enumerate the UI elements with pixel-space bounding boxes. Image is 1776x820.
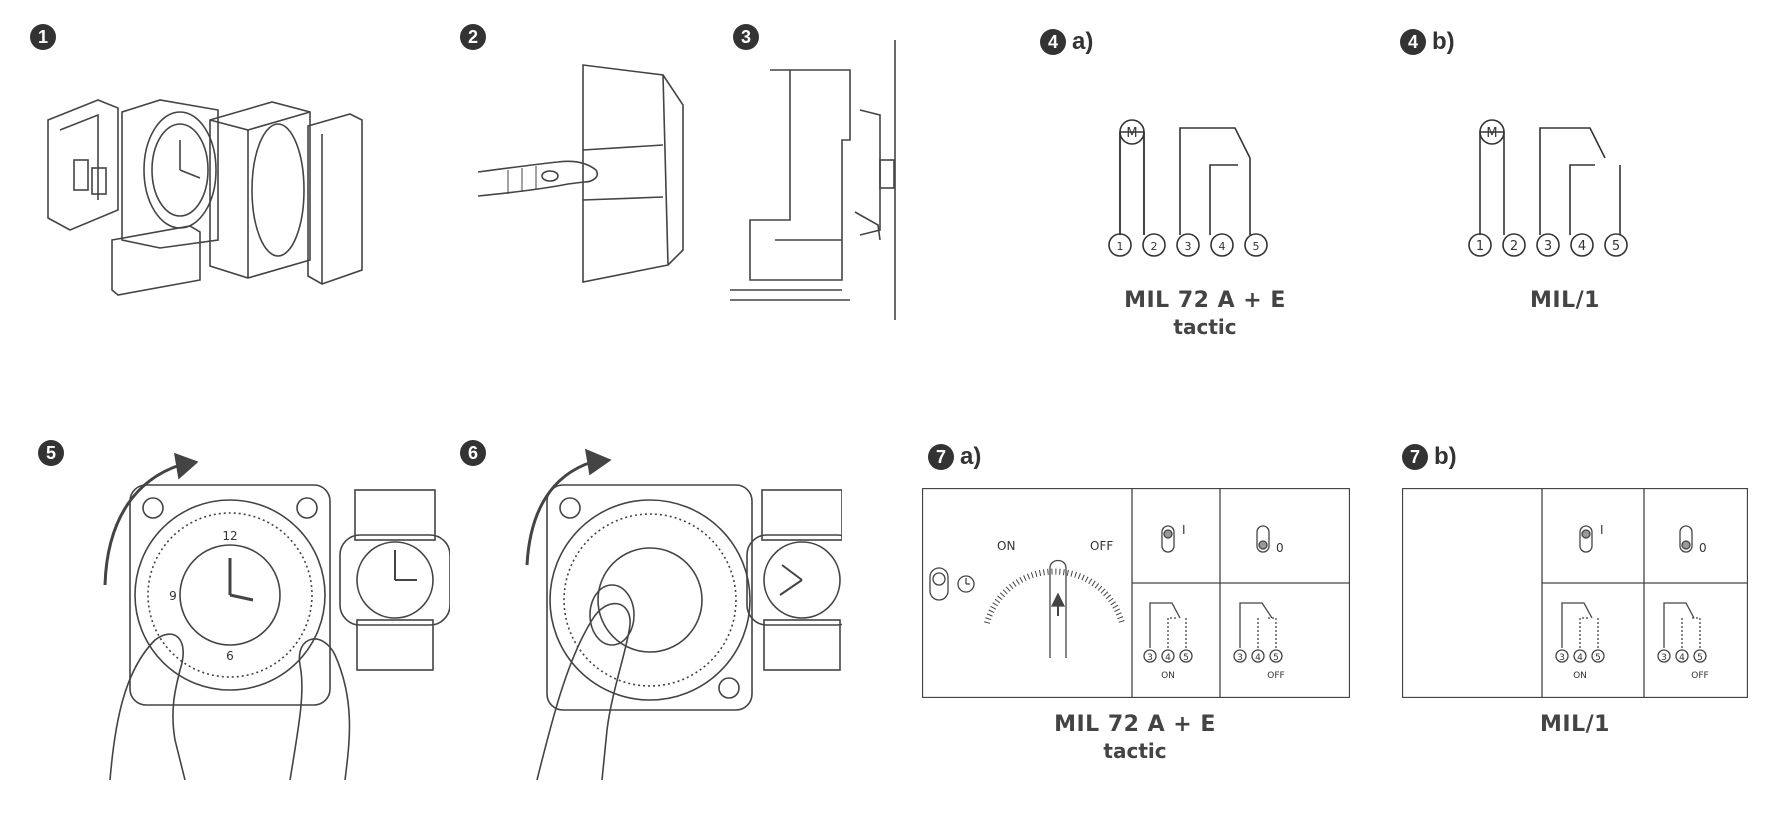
dial-6: 6 [226,649,234,663]
step-1-number: 1 [30,24,56,50]
dial-9: 9 [169,589,177,603]
switch-on-icon [1579,525,1593,553]
step-badge: 4 [1040,29,1066,55]
wiring-diagram-4a: M 1 2 3 4 5 [1108,119,1268,257]
switch-on-label: I [1182,523,1186,537]
step-4b-number: 4 b) [1400,28,1455,56]
step-badge: 7 [928,444,954,470]
motor-label: M [1126,126,1137,141]
terminal-5 [1604,233,1628,257]
terminal-4 [1570,233,1594,257]
terminal-2 [1142,233,1166,257]
operation-panel-7b: I 0 3 4 5 ON 3 4 5 OFF [1402,488,1748,698]
terminal-label: 2 [1151,240,1158,253]
switch-off-label: 0 [1699,541,1707,555]
caption-main: MIL/1 [1530,288,1600,313]
svg-text:3: 3 [1237,653,1243,663]
svg-text:5: 5 [1697,653,1703,663]
terminal-5 [1244,233,1268,257]
set-time-hands-illustration: 12 9 6 [103,452,450,780]
hand-press-illustration [478,64,684,283]
switch-on-label: I [1600,523,1604,537]
step-suffix: a) [960,443,982,470]
step-suffix: b) [1432,28,1455,55]
step-3-number: 3 [733,24,759,50]
caption-main: MIL/1 [1540,712,1610,737]
switch-on-icon [1161,525,1175,553]
switch-off-label: 0 [1276,541,1284,555]
step-4a-number: 4 a) [1040,28,1093,56]
mode-switch-icon [929,567,949,601]
svg-text:5: 5 [1183,653,1189,663]
terminal-4 [1210,233,1234,257]
motor-label: M [1486,126,1497,141]
exploded-assembly-illustration [47,99,363,296]
caption-7a: MIL 72 A + E tactic [1000,712,1270,763]
svg-text:4: 4 [1165,653,1171,663]
terminal-1 [1108,233,1132,257]
svg-text:4: 4 [1577,653,1583,663]
svg-text:5: 5 [1273,653,1279,663]
terminal-label: 4 [1578,239,1586,254]
caption-7b: MIL/1 [1460,712,1690,737]
svg-text:3: 3 [1559,653,1565,663]
terminal-label: 4 [1219,240,1226,253]
step-suffix: b) [1434,443,1457,470]
terminal-label: 1 [1476,239,1484,254]
caption-sub: tactic [1103,739,1167,763]
contact-off-label: OFF [1267,671,1284,681]
svg-text:4: 4 [1679,653,1685,663]
dial-off-label: OFF [1090,539,1113,553]
terminal-label: 1 [1117,240,1124,253]
terminal-label: 5 [1253,240,1260,253]
svg-text:4: 4 [1255,653,1261,663]
dial-12: 12 [222,529,237,543]
svg-text:3: 3 [1661,653,1667,663]
contact-on-label: ON [1161,671,1175,681]
terminal-2 [1502,233,1526,257]
terminal-label: 3 [1185,240,1192,253]
terminal-label: 5 [1612,239,1620,254]
operation-panel-7a: ON OFF I 0 3 4 5 ON 3 4 5 OFF [922,488,1350,698]
step-7a-number: 7 a) [928,443,981,471]
step-badge: 6 [460,440,486,466]
step-badge: 5 [38,440,64,466]
terminal-label: 2 [1510,239,1518,254]
wiring-diagram-4b: M 1 2 3 4 5 [1468,119,1628,257]
step-2-number: 2 [460,24,486,50]
caption-4b: MIL/1 [1450,288,1680,313]
step-5-number: 5 [38,440,64,466]
contact-off-label: OFF [1691,671,1708,681]
terminal-3 [1176,233,1200,257]
step-6-number: 6 [460,440,486,466]
dial-on-label: ON [997,539,1015,553]
svg-text:5: 5 [1595,653,1601,663]
step-badge: 3 [733,24,759,50]
step-badge: 4 [1400,29,1426,55]
step-7b-number: 7 b) [1402,443,1457,471]
contact-on-label: ON [1573,671,1587,681]
caption-main: MIL 72 A + E [1054,712,1216,737]
terminal-1 [1468,233,1492,257]
program-setting-illustration [525,448,842,780]
terminal-row [1108,233,1268,257]
clock-icon [957,575,975,593]
step-badge: 2 [460,24,486,50]
switch-off-icon [1679,525,1693,553]
step-badge: 1 [30,24,56,50]
din-rail-mounting-illustration [730,40,896,320]
caption-sub: tactic [1173,315,1237,339]
caption-main: MIL 72 A + E [1124,288,1286,313]
step-suffix: a) [1072,28,1094,55]
terminal-3 [1536,233,1560,257]
caption-4a: MIL 72 A + E tactic [1080,288,1330,339]
step-badge: 7 [1402,444,1428,470]
svg-text:3: 3 [1147,653,1153,663]
switch-off-icon [1256,525,1270,553]
terminal-label: 3 [1544,239,1552,254]
